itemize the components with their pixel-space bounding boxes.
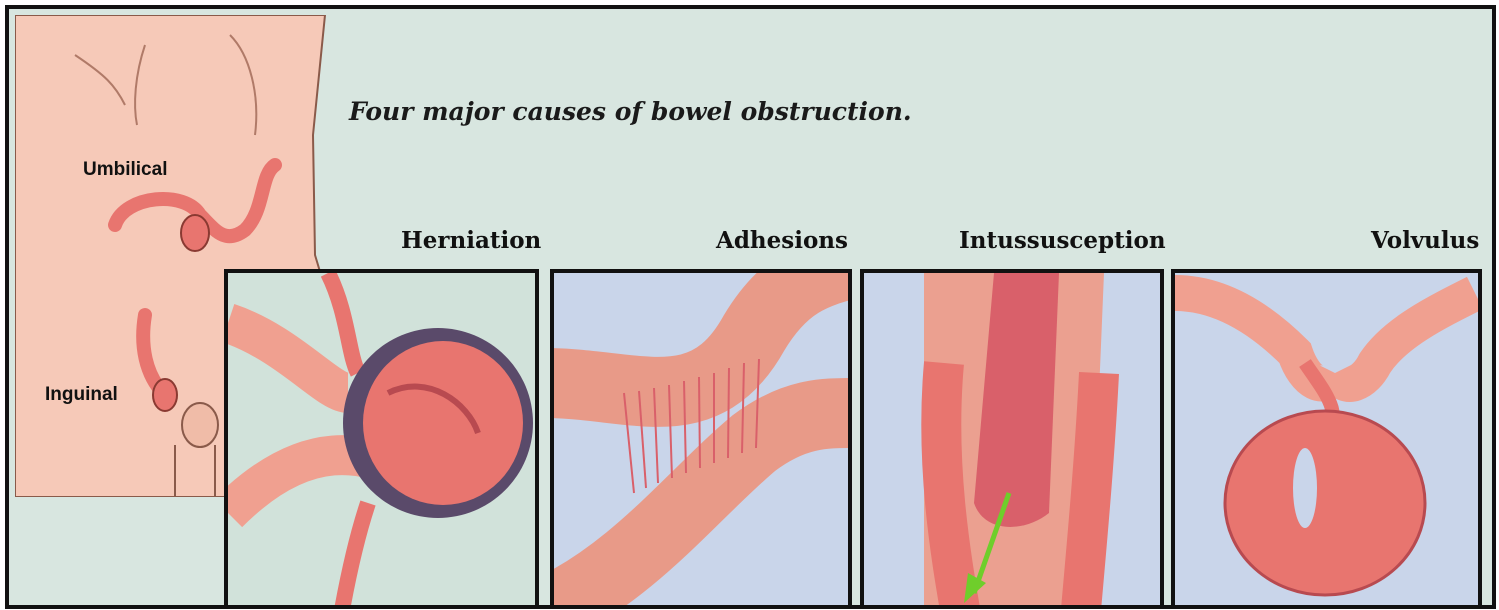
- volvulus-panel: [1171, 269, 1482, 609]
- panel-label-intussusception: Intussusception: [959, 227, 1166, 254]
- panel-label-herniation: Herniation: [401, 227, 541, 254]
- adhesions-panel: [550, 269, 852, 609]
- herniation-panel: [224, 269, 539, 609]
- diagram-frame: Umbilical Inguinal Four major causes of …: [5, 5, 1496, 609]
- herniation-illustration: [228, 273, 535, 609]
- umbilical-label: Umbilical: [83, 159, 167, 181]
- adhesions-illustration: [554, 273, 848, 609]
- panel-label-volvulus: Volvulus: [1371, 227, 1479, 254]
- intussusception-illustration: [864, 273, 1160, 609]
- volvulus-illustration: [1175, 273, 1478, 609]
- diagram-title: Four major causes of bowel obstruction.: [349, 97, 912, 126]
- intussusception-panel: [860, 269, 1164, 609]
- panel-label-adhesions: Adhesions: [716, 227, 848, 254]
- inguinal-label: Inguinal: [45, 384, 118, 406]
